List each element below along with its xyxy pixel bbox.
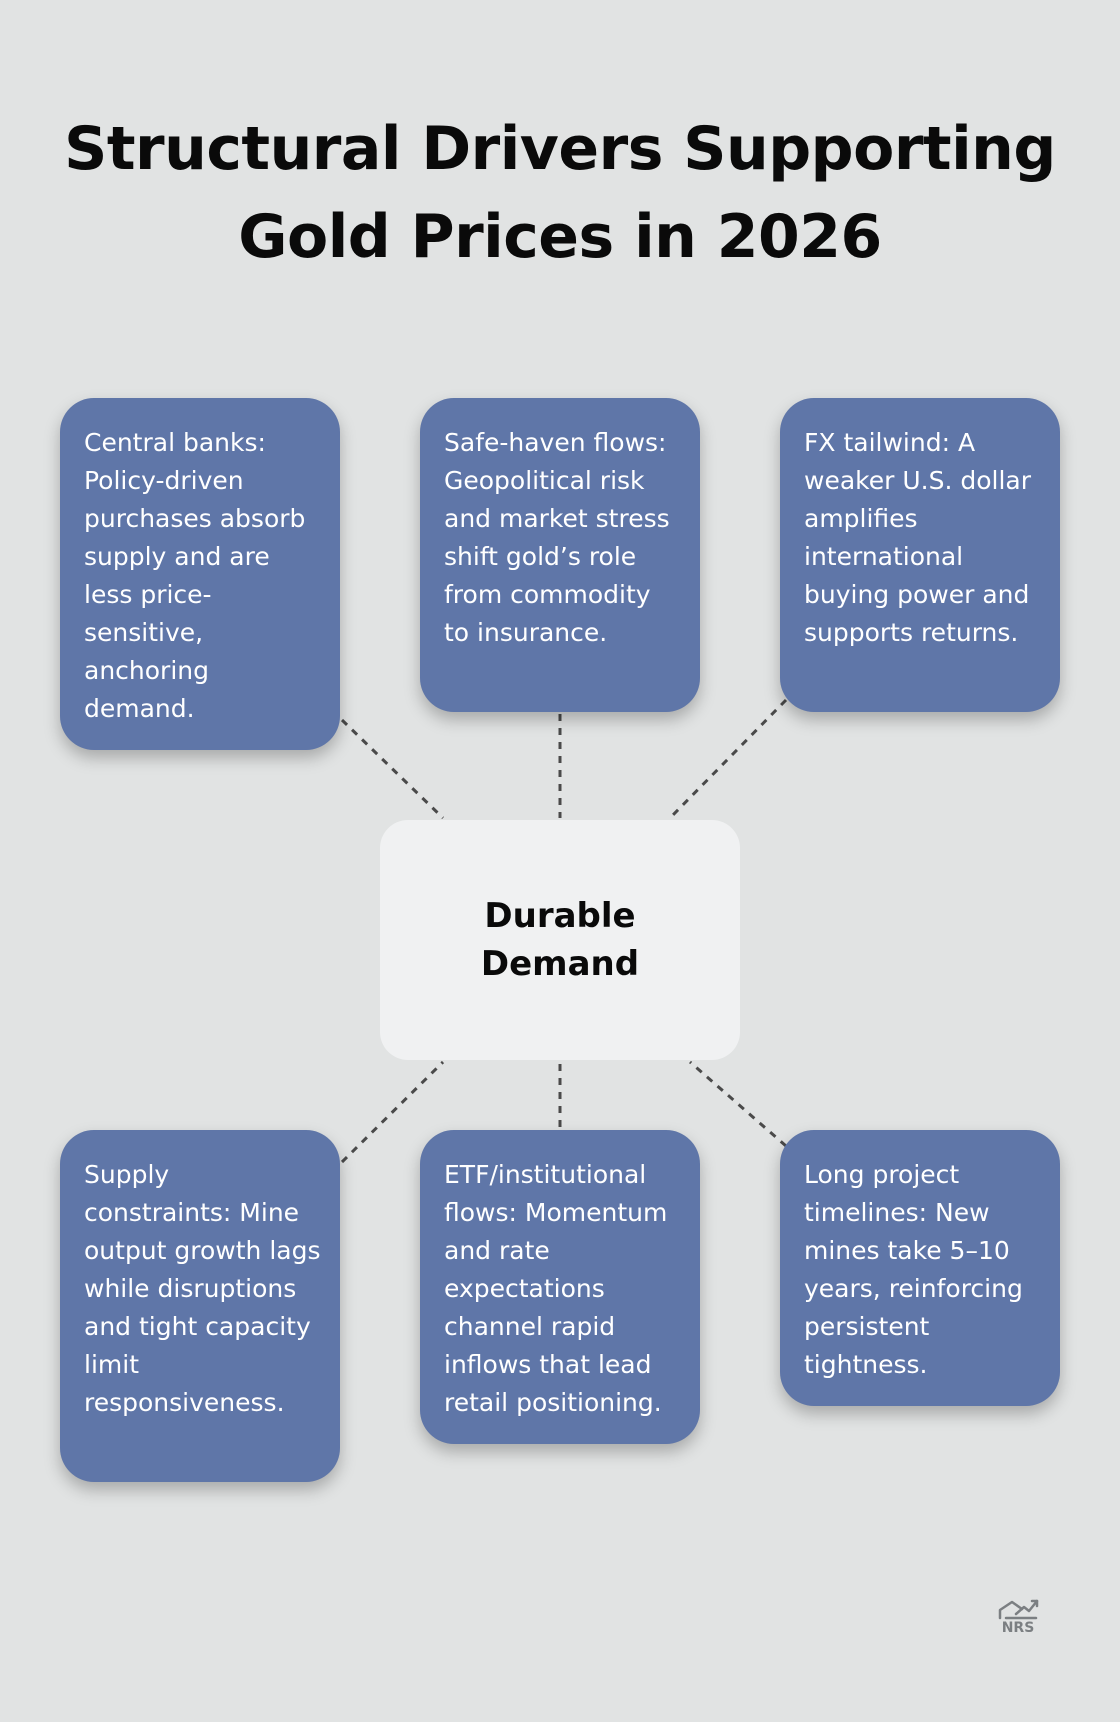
house-chart-logo-icon xyxy=(998,1599,1039,1620)
driver-fx-tailwind: FX tailwind: A weaker U.S. dollar amplif… xyxy=(780,398,1060,712)
title-line-1: Structural Drivers Supporting xyxy=(64,114,1056,184)
connector-fx-tailwind xyxy=(668,698,788,820)
driver-long-project-timelines: Long project timelines: New mines take 5… xyxy=(780,1130,1060,1406)
driver-safe-haven-flows-text: Safe-haven flows: Geopolitical risk and … xyxy=(444,428,670,647)
driver-etf-institutional-flows-text: ETF/institutional flows: Momentum and ra… xyxy=(444,1160,668,1417)
connector-supply-constraints xyxy=(340,1060,445,1164)
driver-central-banks: Central banks: Policy-driven purchases a… xyxy=(60,398,340,750)
central-node: Durable Demand xyxy=(380,820,740,1060)
driver-central-banks-text: Central banks: Policy-driven purchases a… xyxy=(84,428,306,723)
central-node-label: Durable Demand xyxy=(480,896,640,984)
brand-logo: NRS xyxy=(996,1598,1040,1638)
driver-etf-institutional-flows: ETF/institutional flows: Momentum and ra… xyxy=(420,1130,700,1444)
logo-text: NRS xyxy=(1001,1620,1035,1636)
driver-supply-constraints-text: Supply constraints: Mine output growth l… xyxy=(84,1160,321,1417)
title-line-2: Gold Prices in 2026 xyxy=(238,202,882,272)
connector-central-banks xyxy=(340,718,445,820)
driver-long-project-timelines-text: Long project timelines: New mines take 5… xyxy=(804,1160,1023,1379)
driver-safe-haven-flows: Safe-haven flows: Geopolitical risk and … xyxy=(420,398,700,712)
connector-long-timelines xyxy=(689,1060,787,1148)
page-title: Structural Drivers Supporting Gold Price… xyxy=(0,105,1120,281)
driver-supply-constraints: Supply constraints: Mine output growth l… xyxy=(60,1130,340,1482)
driver-fx-tailwind-text: FX tailwind: A weaker U.S. dollar amplif… xyxy=(804,428,1032,647)
